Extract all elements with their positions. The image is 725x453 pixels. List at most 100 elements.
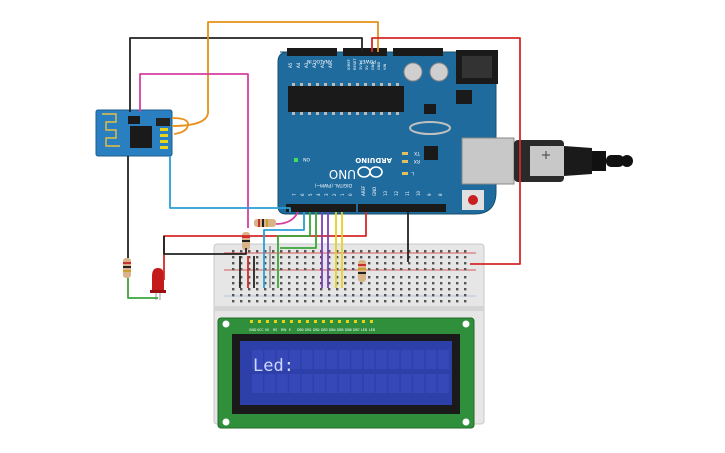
breadboard-hole <box>240 294 243 297</box>
breadboard-hole <box>232 300 235 303</box>
breadboard-hole <box>384 256 387 259</box>
wire-black-rail <box>163 236 247 255</box>
arduino-digital-pin-label: 6 <box>300 193 305 196</box>
breadboard-hole <box>440 294 443 297</box>
breadboard-hole <box>328 300 331 303</box>
breadboard-hole <box>232 288 235 291</box>
breadboard-hole <box>352 276 355 279</box>
breadboard-hole <box>328 256 331 259</box>
breadboard-hole <box>328 294 331 297</box>
breadboard-hole <box>448 262 451 265</box>
breadboard-hole <box>440 256 443 259</box>
resistor-led <box>123 258 131 278</box>
lcd-char-cell <box>289 350 301 369</box>
arduino-logo-icon <box>357 166 383 178</box>
lcd-char-cell <box>252 374 263 393</box>
breadboard-hole <box>312 300 315 303</box>
lcd-char-cell <box>326 350 338 369</box>
breadboard-hole <box>392 282 395 285</box>
wire-red-5v <box>371 37 521 265</box>
breadboard-hole <box>456 282 459 285</box>
lcd-char-cell <box>338 374 350 393</box>
breadboard-hole <box>272 262 275 265</box>
breadboard-hole <box>264 250 267 253</box>
breadboard-hole <box>296 300 299 303</box>
breadboard-hole <box>384 268 387 271</box>
breadboard-hole <box>336 282 339 285</box>
breadboard-hole <box>232 268 235 271</box>
breadboard-hole <box>288 300 291 303</box>
breadboard-hole <box>448 300 451 303</box>
lcd-pin-label: E <box>289 328 291 332</box>
breadboard-hole <box>464 256 467 259</box>
arduino-digital-pin-label: 9 <box>427 193 432 196</box>
lcd-char-cell <box>301 350 313 369</box>
breadboard-hole <box>344 268 347 271</box>
arduino-brand: ARDUINO <box>355 156 392 164</box>
breadboard-hole <box>304 294 307 297</box>
breadboard-hole <box>296 262 299 265</box>
arduino-power-label: POWER <box>359 58 376 64</box>
breadboard-hole <box>400 268 403 271</box>
breadboard-hole <box>264 294 267 297</box>
breadboard-hole <box>336 276 339 279</box>
breadboard-hole <box>256 288 259 291</box>
lcd-char-cell <box>363 374 375 393</box>
breadboard-hole <box>328 268 331 271</box>
breadboard-hole <box>272 250 275 253</box>
breadboard-hole <box>336 294 339 297</box>
breadboard-hole <box>400 276 403 279</box>
breadboard-hole <box>392 288 395 291</box>
breadboard-hole <box>232 256 235 259</box>
breadboard-hole <box>416 288 419 291</box>
lcd-char-cell <box>363 350 375 369</box>
breadboard-hole <box>456 300 459 303</box>
lcd-pin-label: VCC <box>257 328 264 332</box>
breadboard-hole <box>272 282 275 285</box>
breadboard-hole <box>232 294 235 297</box>
breadboard-hole <box>264 256 267 259</box>
lcd-char-cell <box>326 374 338 393</box>
breadboard-hole <box>352 262 355 265</box>
esp-pin <box>160 134 168 137</box>
breadboard-hole <box>352 250 355 253</box>
breadboard-hole <box>312 256 315 259</box>
esp-pin <box>160 146 168 149</box>
wire-blue-d2 <box>263 212 305 288</box>
lcd-pin <box>346 320 349 323</box>
breadboard-hole <box>424 268 427 271</box>
breadboard-hole <box>464 262 467 265</box>
breadboard-hole <box>256 250 259 253</box>
breadboard-hole <box>240 282 243 285</box>
breadboard-hole <box>384 288 387 291</box>
breadboard-hole <box>272 288 275 291</box>
breadboard-hole <box>368 250 371 253</box>
arduino-l-label: L <box>411 170 414 176</box>
lcd-char-cell <box>388 350 400 369</box>
breadboard-hole <box>392 250 395 253</box>
breadboard-hole <box>256 294 259 297</box>
breadboard-hole <box>448 294 451 297</box>
breadboard-hole <box>304 288 307 291</box>
resistor-esp <box>254 219 276 227</box>
arduino-digital-pin-label: 11 <box>405 190 410 196</box>
breadboard-hole <box>408 276 411 279</box>
atmega-chip <box>288 86 404 112</box>
breadboard-hole <box>376 276 379 279</box>
breadboard-hole <box>352 268 355 271</box>
lcd-pin-label: DB1 <box>305 328 312 332</box>
breadboard-hole <box>448 268 451 271</box>
breadboard-hole <box>272 268 275 271</box>
arduino-digital-pin-label: 7 <box>292 193 297 196</box>
lcd-pin <box>370 320 373 323</box>
breadboard-hole <box>376 262 379 265</box>
breadboard-hole <box>392 268 395 271</box>
lcd-pin-label: DB4 <box>329 328 336 332</box>
arduino-analog-pin-label: A3 <box>304 62 309 68</box>
breadboard-hole <box>336 268 339 271</box>
breadboard-hole <box>280 276 283 279</box>
breadboard-hole <box>456 276 459 279</box>
breadboard-hole <box>456 268 459 271</box>
breadboard-hole <box>352 282 355 285</box>
breadboard-hole <box>304 282 307 285</box>
